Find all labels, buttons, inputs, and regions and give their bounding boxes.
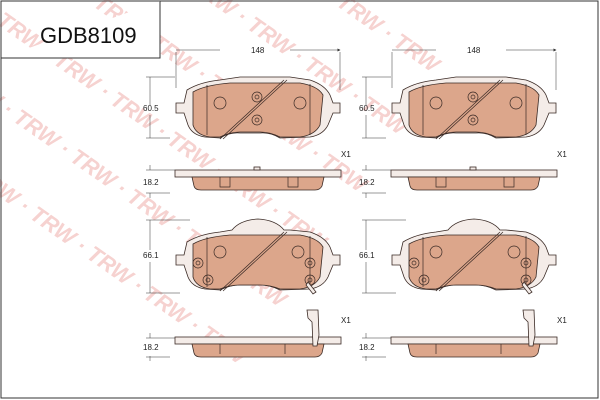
quantity-label: X1 <box>557 316 567 325</box>
quantity-label: X1 <box>557 150 567 159</box>
pad-top-right <box>390 76 558 191</box>
width-label: 148 <box>467 46 481 55</box>
height-label: 66.1 <box>143 251 159 260</box>
quantity-label: X1 <box>341 150 351 159</box>
quantity-label: X1 <box>341 316 351 325</box>
thickness-label: 18.2 <box>143 178 159 187</box>
thickness-label: 18.2 <box>359 343 375 352</box>
thickness-label: 18.2 <box>143 343 159 352</box>
title-box <box>1 1 161 59</box>
pad-bottom-right <box>390 218 558 358</box>
pad-top-left <box>174 76 342 191</box>
height-label: 66.1 <box>359 251 375 260</box>
width-label: 148 <box>251 46 265 55</box>
thickness-label: 18.2 <box>359 178 375 187</box>
part-number-title: GDB8109 <box>40 23 137 48</box>
height-label: 60.5 <box>143 104 159 113</box>
height-label: 60.5 <box>359 104 375 113</box>
dimension-lines <box>146 50 556 361</box>
